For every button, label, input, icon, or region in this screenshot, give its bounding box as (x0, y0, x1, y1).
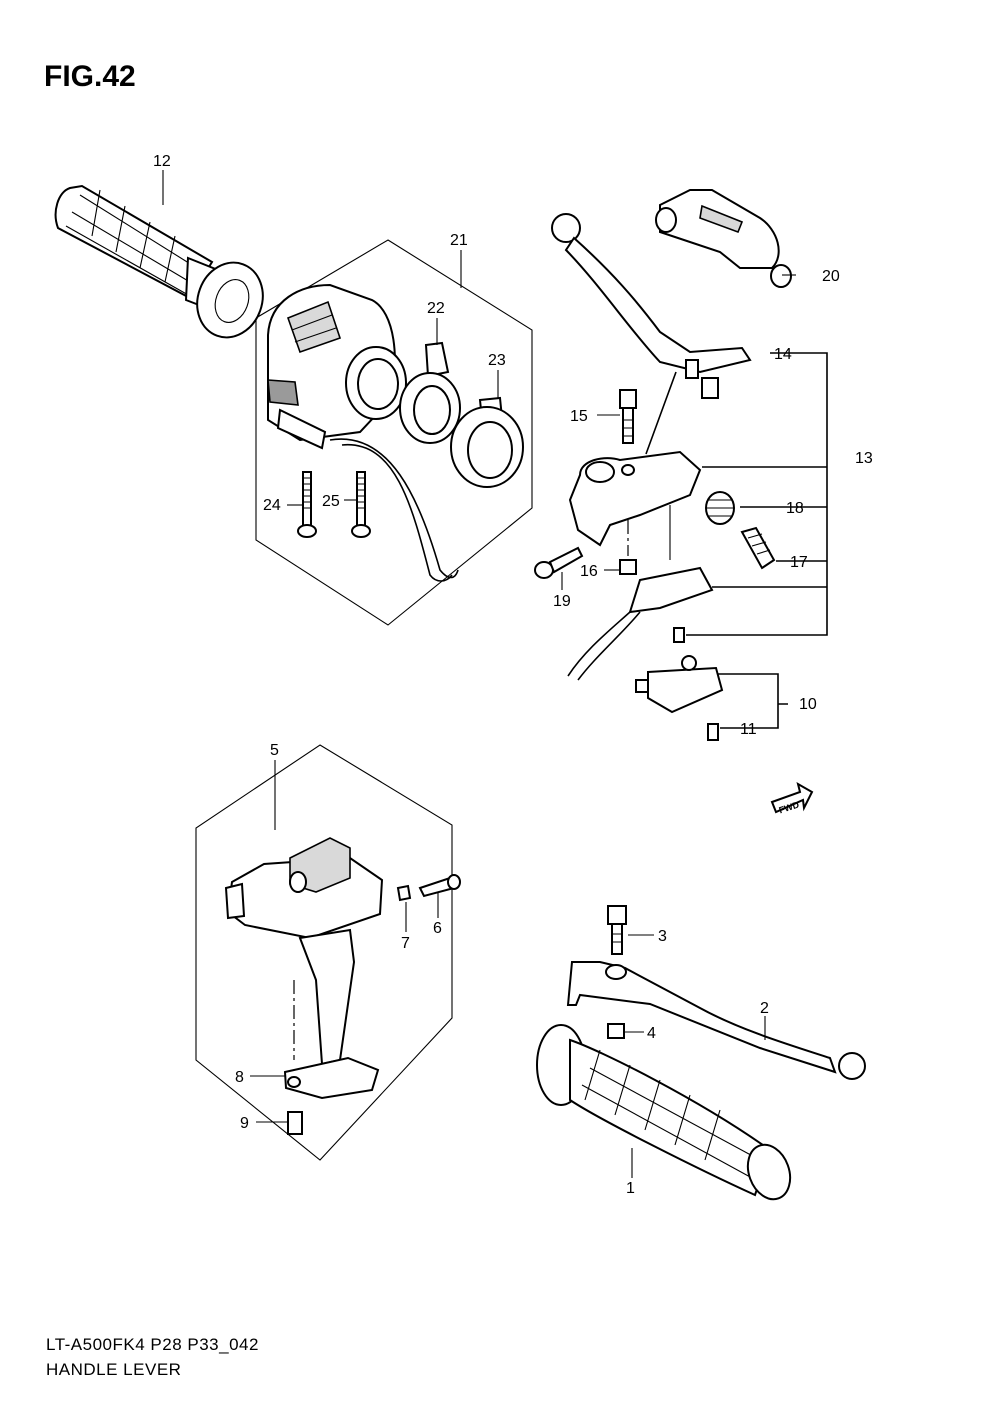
pin-15 (619, 389, 637, 444)
callout-21: 21 (450, 232, 468, 249)
figure-title: FIG.42 (44, 60, 136, 93)
screw-25 (351, 471, 371, 538)
callout-1: 1 (626, 1180, 635, 1197)
nut-4 (607, 1023, 625, 1039)
throttle-housing-21 (267, 283, 459, 582)
callout-25: 25 (322, 493, 340, 510)
callout-13: 13 (855, 450, 873, 467)
nut-9 (287, 1111, 303, 1135)
footer-model-code: LT-A500FK4 P28 P33_042 (46, 1335, 259, 1354)
callout-5: 5 (270, 742, 279, 759)
brake-lever-14 (551, 213, 752, 455)
bolt-6 (418, 874, 461, 898)
pin-3 (607, 905, 627, 955)
callout-24: 24 (263, 497, 281, 514)
callout-6: 6 (433, 920, 442, 937)
callout-22: 22 (427, 300, 445, 317)
part-17 (740, 526, 776, 570)
fwd-arrow-icon: FWD (770, 781, 814, 815)
leader-lines (162, 170, 796, 1178)
brake-lever-2 (566, 961, 866, 1080)
callout-16: 16 (580, 563, 598, 580)
lever-bracket (568, 450, 702, 560)
nut-7 (396, 884, 412, 902)
callout-12: 12 (153, 153, 171, 170)
adjuster-18 (705, 491, 735, 525)
throttle-lever-22 (399, 341, 461, 444)
footer-figure-name: HANDLE LEVER (46, 1360, 182, 1379)
callout-9: 9 (240, 1115, 249, 1132)
nut-16 (619, 520, 637, 575)
callout-17: 17 (790, 554, 808, 571)
callout-7: 7 (401, 935, 410, 952)
callout-8: 8 (235, 1069, 244, 1086)
callout-18: 18 (786, 500, 804, 517)
screw-11 (707, 723, 719, 741)
part-20 (655, 189, 792, 288)
callout-19: 19 (553, 593, 571, 610)
switch-10 (635, 655, 724, 714)
throttle-cover-23 (450, 396, 524, 488)
callout-23: 23 (488, 352, 506, 369)
callout-3: 3 (658, 928, 667, 945)
callout-11: 11 (740, 721, 757, 738)
callout-4: 4 (647, 1025, 656, 1042)
callout-10: 10 (799, 696, 817, 713)
left-grip-12 (54, 184, 264, 339)
bolt-19 (534, 546, 584, 579)
switch-assy-5 (224, 837, 384, 1100)
brake-switch (567, 566, 714, 681)
right-grip-1 (536, 1024, 792, 1201)
bracket-10 (718, 673, 788, 729)
callout-2: 2 (760, 1000, 769, 1017)
callout-14: 14 (774, 346, 792, 363)
callout-20: 20 (822, 268, 840, 285)
bracket-13 (686, 352, 828, 636)
callout-15: 15 (570, 408, 588, 425)
group-5-outline (195, 744, 453, 1161)
screw-24 (297, 471, 317, 538)
